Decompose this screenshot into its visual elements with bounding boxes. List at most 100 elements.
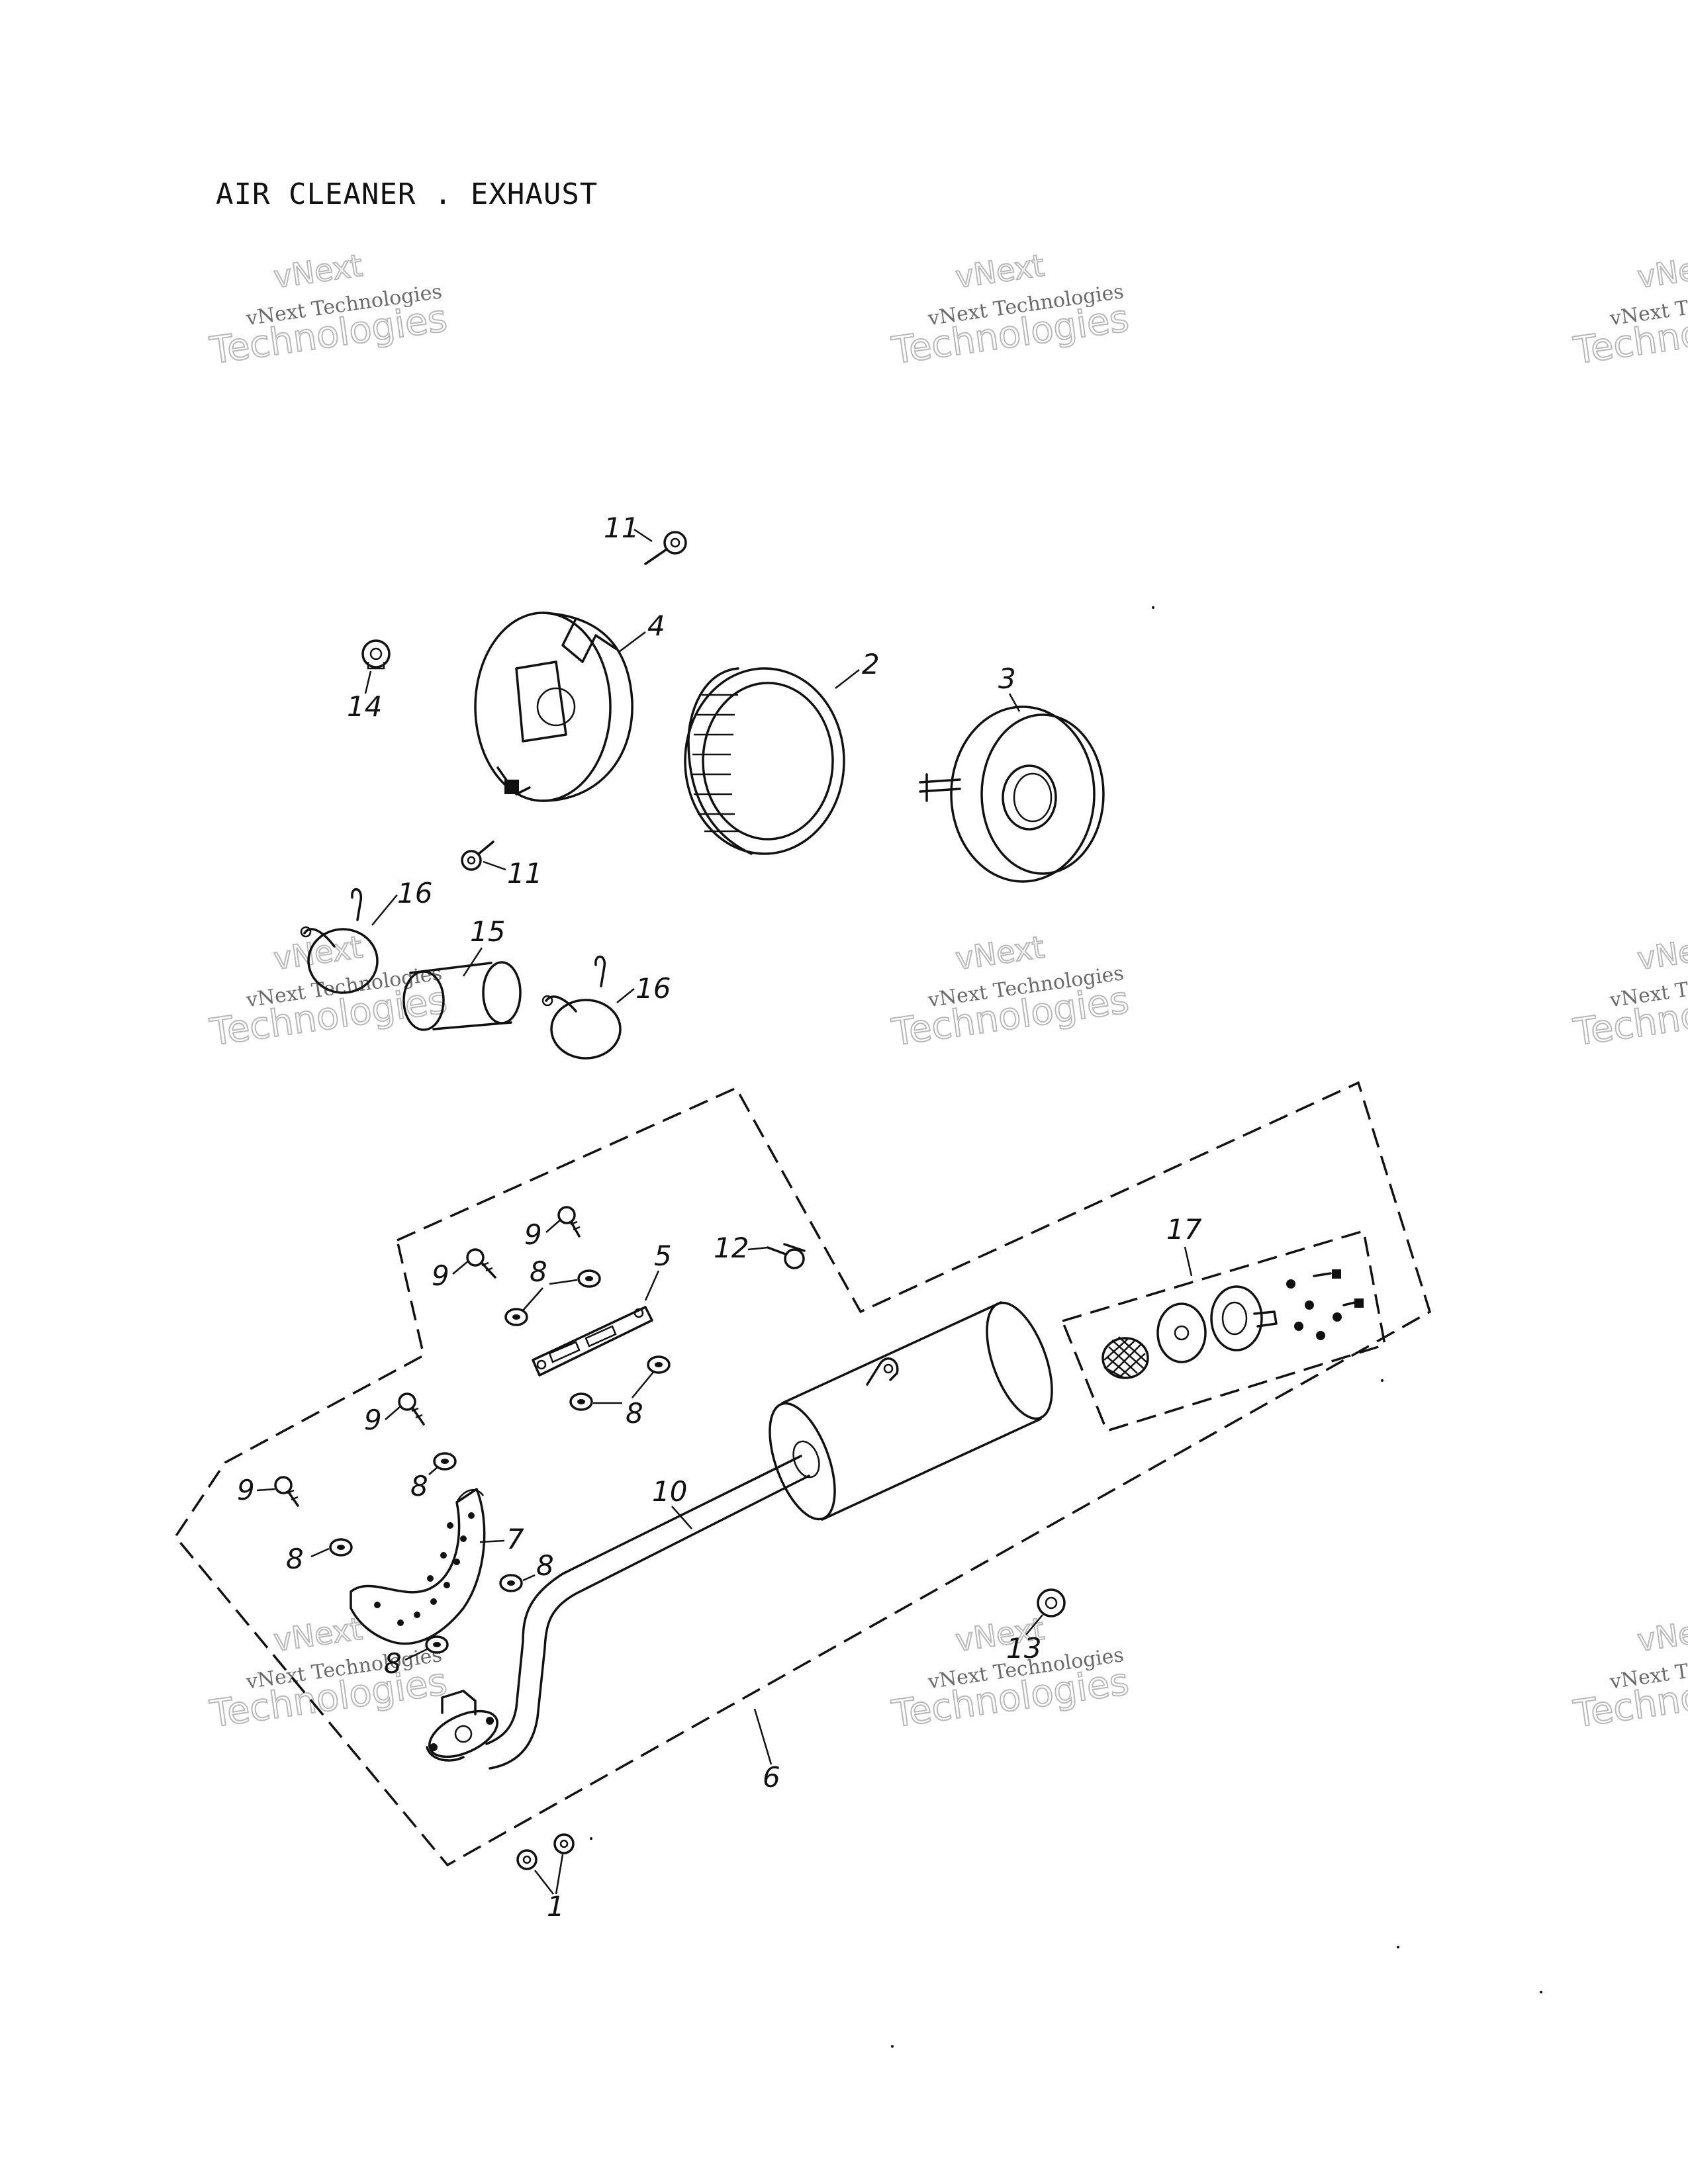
callout-label: 9 bbox=[524, 1218, 542, 1251]
callout-label: 16 bbox=[635, 972, 671, 1005]
callout-label: 8 bbox=[530, 1255, 547, 1288]
part-8-washer-g bbox=[499, 1574, 523, 1592]
watermark: vNext Technologies vNext Technologies bbox=[888, 1610, 1132, 1737]
part-1-nuts bbox=[516, 1833, 575, 1870]
callout-11-top: 11 bbox=[604, 512, 653, 544]
callout-5: 5 bbox=[644, 1240, 672, 1301]
callout-label: 9 bbox=[432, 1259, 449, 1292]
part-16-clamp-right bbox=[541, 955, 622, 1060]
callout-label: 16 bbox=[397, 877, 432, 909]
callout-10: 10 bbox=[652, 1475, 692, 1529]
watermark: vNext Technologies vNext Technologies bbox=[1570, 1610, 1688, 1737]
callout-2: 2 bbox=[835, 648, 880, 689]
callout-8-e: 8 bbox=[522, 1549, 554, 1582]
watermark: vNext Technologies vNext Technologies bbox=[1570, 247, 1688, 374]
part-7-heat-shield bbox=[350, 1488, 486, 1645]
part-11-screw-bottom bbox=[461, 841, 494, 871]
watermark-vnext: vNext bbox=[271, 1611, 365, 1659]
callout-8-a: 8 bbox=[522, 1255, 578, 1311]
watermark-vnext: vNext bbox=[1635, 248, 1688, 295]
watermark-row-2: vNext Technologies vNext Technologies vN… bbox=[207, 929, 1688, 1056]
part-8-washer-a bbox=[577, 1269, 601, 1288]
callout-3: 3 bbox=[998, 662, 1021, 712]
callout-label: 8 bbox=[286, 1543, 304, 1575]
callout-label: 8 bbox=[384, 1647, 402, 1680]
watermark-row-1: vNext Technologies vNext Technologies vN… bbox=[207, 247, 1688, 374]
callout-8-f: 8 bbox=[384, 1647, 428, 1680]
part-17-silencer-insert-kit bbox=[1102, 1269, 1364, 1379]
page-title: AIR CLEANER . EXHAUST bbox=[216, 177, 598, 211]
callout-label: 2 bbox=[862, 648, 880, 680]
callout-label: 8 bbox=[410, 1470, 428, 1502]
part-9-screw-c bbox=[398, 1392, 425, 1426]
callout-14: 14 bbox=[347, 670, 382, 723]
callout-12: 12 bbox=[714, 1232, 769, 1264]
callout-label: 8 bbox=[536, 1549, 554, 1582]
callout-label: 15 bbox=[470, 915, 505, 948]
callout-13: 13 bbox=[1006, 1614, 1043, 1664]
callout-11-bottom: 11 bbox=[483, 857, 542, 889]
part-2-filter-element bbox=[684, 667, 845, 855]
callout-8-d: 8 bbox=[286, 1543, 330, 1575]
callout-label: 1 bbox=[547, 1890, 565, 1923]
part-9-screw-b bbox=[466, 1248, 496, 1279]
callout-8-b: 8 bbox=[593, 1371, 655, 1430]
part-13-nut bbox=[1037, 1588, 1066, 1617]
part-8-washer-c bbox=[647, 1355, 671, 1374]
watermark-row-3: vNext Technologies vNext Technologies vN… bbox=[207, 1610, 1688, 1737]
part-14-nut bbox=[361, 639, 391, 670]
part-5-muffler-bracket bbox=[532, 1306, 653, 1377]
callout-label: 7 bbox=[506, 1523, 524, 1555]
part-8-washer-b bbox=[504, 1308, 528, 1326]
part-15-intake-tube bbox=[402, 961, 522, 1031]
part-10-exhaust-pipe bbox=[426, 1455, 810, 1770]
callout-label: 5 bbox=[654, 1240, 672, 1272]
callout-label: 13 bbox=[1006, 1632, 1041, 1664]
part-6-muffler bbox=[769, 1301, 1053, 1521]
callout-9-d: 9 bbox=[237, 1474, 275, 1506]
callout-label: 17 bbox=[1166, 1213, 1202, 1246]
callout-16-left: 16 bbox=[371, 877, 432, 926]
callout-4: 4 bbox=[618, 610, 665, 653]
callout-label: 9 bbox=[364, 1404, 382, 1436]
callout-label: 6 bbox=[763, 1761, 780, 1794]
watermark: vNext Technologies vNext Technologies bbox=[1570, 929, 1688, 1056]
part-17-boundary bbox=[1060, 1229, 1387, 1433]
callout-17: 17 bbox=[1166, 1213, 1202, 1277]
part-9-screw-d bbox=[274, 1476, 299, 1507]
callout-1: 1 bbox=[534, 1854, 565, 1923]
part-9-screw-a bbox=[557, 1206, 581, 1238]
part-16-clamp-left bbox=[300, 888, 379, 994]
part-11-screw-top bbox=[644, 531, 687, 565]
callout-label: 12 bbox=[714, 1232, 749, 1264]
callout-9-c: 9 bbox=[364, 1404, 401, 1436]
part-8-washer-d bbox=[569, 1392, 593, 1411]
watermark-vnext: vNext bbox=[1635, 929, 1688, 977]
watermark: vNext Technologies vNext Technologies bbox=[888, 247, 1132, 374]
callout-label: 3 bbox=[998, 662, 1016, 695]
scan-specks bbox=[590, 606, 1542, 2048]
exhaust-group-boundary bbox=[173, 1081, 1432, 1867]
part-4-air-cleaner-case bbox=[474, 612, 633, 802]
callout-label: 11 bbox=[604, 512, 639, 544]
callout-16-right: 16 bbox=[616, 972, 671, 1005]
part-8-washer-f bbox=[329, 1538, 353, 1557]
callout-9-b: 9 bbox=[432, 1259, 469, 1292]
watermark-vnext: vNext bbox=[271, 248, 365, 295]
watermark-vnext: vNext bbox=[1635, 1611, 1688, 1659]
watermark-vnext: vNext bbox=[953, 248, 1047, 295]
callout-label: 9 bbox=[237, 1474, 255, 1506]
part-3-air-cleaner-cap bbox=[919, 705, 1105, 883]
callout-label: 11 bbox=[507, 857, 542, 889]
callout-label: 10 bbox=[652, 1475, 687, 1508]
watermark: vNext Technologies vNext Technologies bbox=[207, 1610, 450, 1737]
callout-label: 4 bbox=[647, 610, 665, 642]
part-8-washer-h bbox=[425, 1635, 449, 1654]
watermark-vnext: vNext bbox=[271, 929, 365, 977]
callout-7: 7 bbox=[479, 1523, 524, 1555]
watermark: vNext Technologies vNext Technologies bbox=[888, 929, 1132, 1056]
callout-15: 15 bbox=[462, 915, 505, 977]
part-12-screw bbox=[767, 1243, 806, 1269]
